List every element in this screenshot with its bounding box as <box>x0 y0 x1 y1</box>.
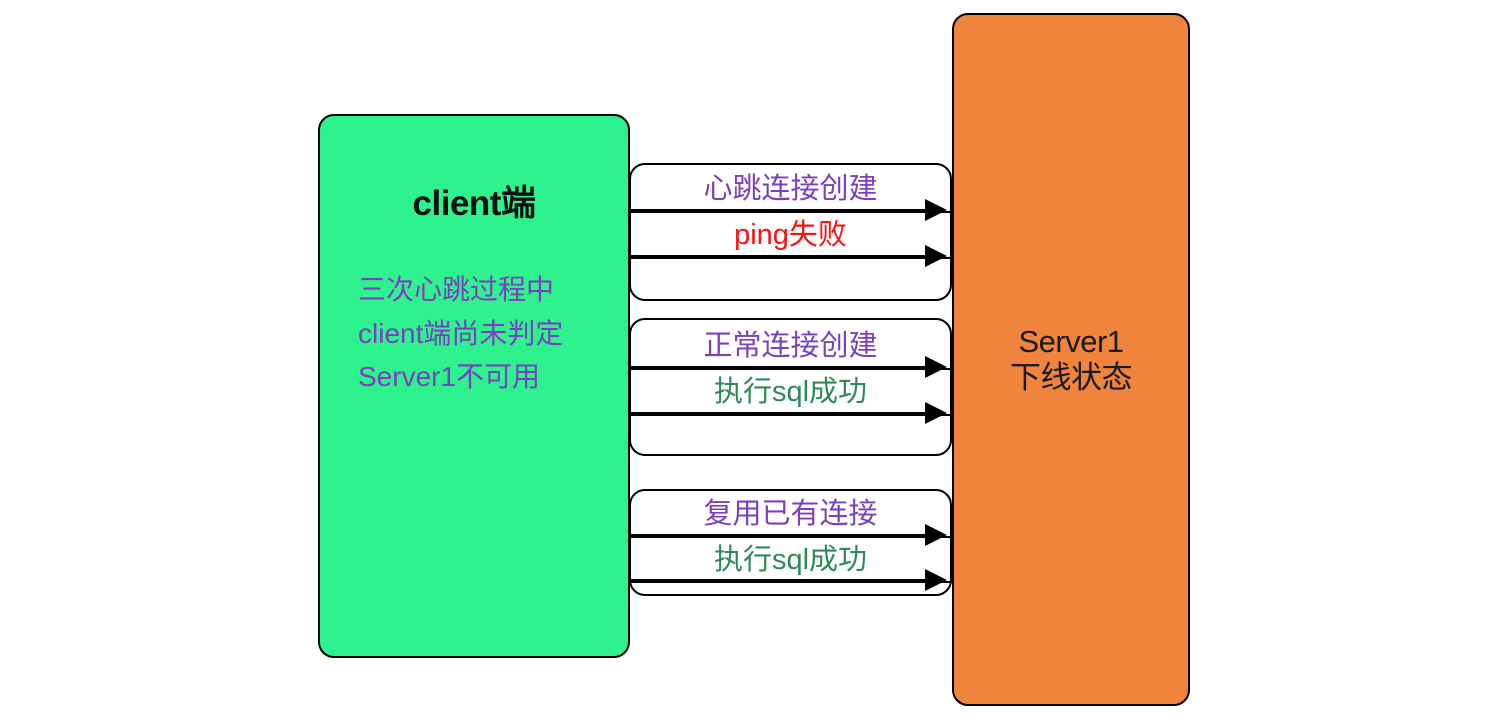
group-3-arrow-1-head <box>925 524 947 546</box>
group-2-arrow-2-shaft <box>629 412 930 414</box>
group-1-divider-1 <box>628 211 952 213</box>
group-1-arrow-1-shaft <box>629 209 930 211</box>
group-1-arrow-2-head <box>925 245 947 267</box>
group-3-divider-1 <box>628 536 952 538</box>
group-2-arrow-1-shaft <box>629 366 930 368</box>
message-group-3: 复用已有连接 执行sql成功 <box>628 489 952 596</box>
message-group-2: 正常连接创建 执行sql成功 <box>628 318 952 456</box>
group-1-arrow-1-head <box>925 199 947 221</box>
message-group-1: 心跳连接创建 ping失败 <box>628 163 952 301</box>
group-1-arrow-2-shaft <box>629 255 930 257</box>
group-1-divider-2 <box>628 257 952 259</box>
group-2-arrow-2-head <box>925 402 947 424</box>
group-3-arrow-2-shaft <box>629 579 930 581</box>
group-3-arrow-1-shaft <box>629 534 930 536</box>
server-node-title: Server1 下线状态 <box>1010 323 1133 395</box>
message-label-sql-success-1: 执行sql成功 <box>713 376 868 408</box>
group-3-divider-2 <box>628 581 952 583</box>
message-label-ping-fail: ping失败 <box>734 219 847 251</box>
group-2-arrow-1-head <box>925 356 947 378</box>
message-label-reuse-connection: 复用已有连接 <box>703 498 878 530</box>
client-note-line-1: 三次心跳过程中 <box>358 274 555 306</box>
group-2-divider-1 <box>628 368 952 370</box>
client-node[interactable]: client端 三次心跳过程中 client端尚未判定 Server1不可用 <box>318 114 630 658</box>
message-label-heartbeat-connect: 心跳连接创建 <box>703 173 878 205</box>
server-title-line-2: 下线状态 <box>1010 359 1133 395</box>
server-title-line-1: Server1 <box>1018 323 1124 359</box>
client-note-line-3: Server1不可用 <box>358 361 541 393</box>
message-label-sql-success-2: 执行sql成功 <box>713 544 868 576</box>
server-node[interactable]: Server1 下线状态 <box>952 13 1190 706</box>
client-node-note: 三次心跳过程中 client端尚未判定 Server1不可用 <box>320 268 628 398</box>
client-node-title: client端 <box>412 184 536 223</box>
group-3-arrow-2-head <box>925 569 947 591</box>
client-note-line-2: client端尚未判定 <box>358 317 564 349</box>
message-label-normal-connect: 正常连接创建 <box>703 330 878 362</box>
group-2-divider-2 <box>628 414 952 416</box>
